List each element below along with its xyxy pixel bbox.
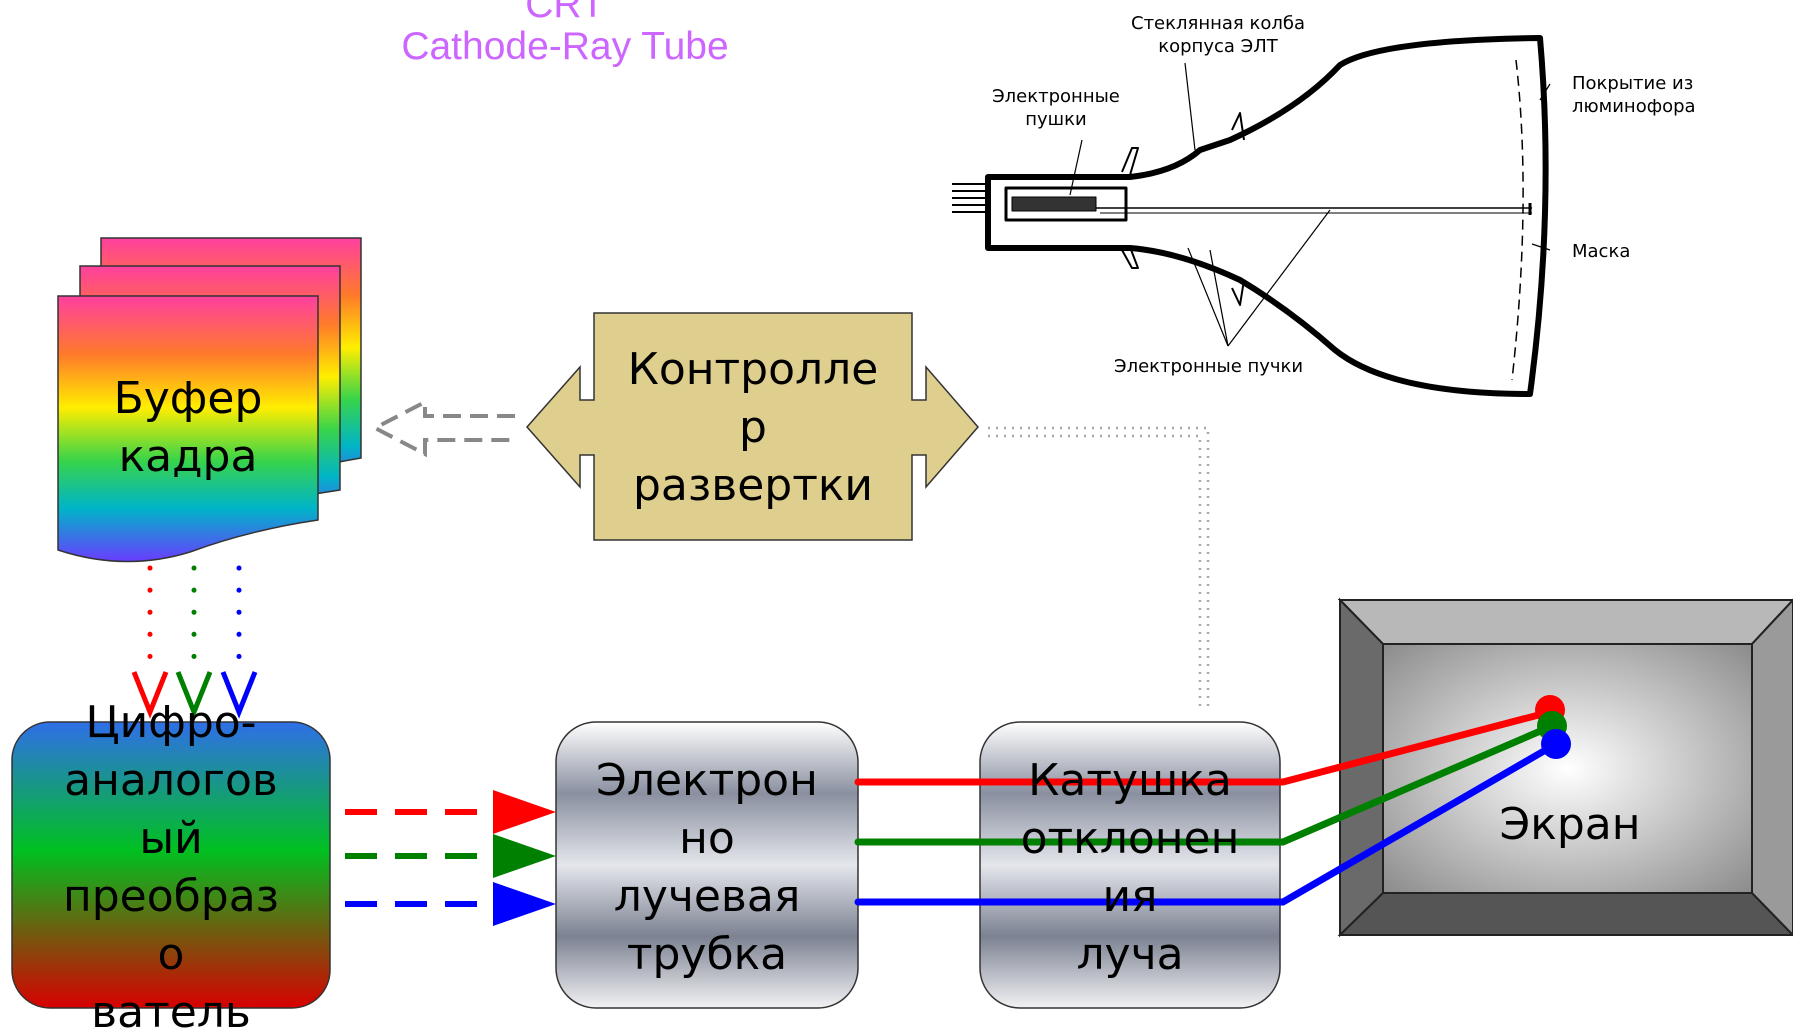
dac-shape [11, 721, 331, 1009]
frame-buffer-label: Буфер кадра [113, 373, 263, 482]
neck-inner [1004, 186, 1128, 222]
deflection-coil-label: Катушка отклонен ия луча [1020, 755, 1240, 980]
dac-label: Цифро- аналогов ый преобраз о ватель [62, 697, 280, 1031]
crt-tube-shape [555, 721, 859, 1009]
phosphor-dash [1511, 59, 1524, 381]
label-phosphor-coating: Покрытие из люминофора [1572, 73, 1696, 117]
label-electron-beams: Электронные пучки [1114, 356, 1304, 377]
screen-label: Экран [1499, 799, 1641, 850]
channel-arrowheads [131, 671, 258, 719]
screen-shape [1337, 597, 1793, 938]
title-line1: CRT [525, 0, 605, 26]
controller-to-coil-link [988, 426, 1210, 710]
scan-controller-label: Контролле р развертки [627, 344, 879, 511]
dac-to-tube-lines [345, 809, 495, 907]
buffer-to-dac-channels [147, 565, 242, 675]
dac-to-tube-arrowheads [493, 790, 556, 926]
scan-controller-shape [525, 312, 979, 541]
controller-to-buffer-link [370, 398, 515, 458]
crt-illustration [952, 35, 1551, 397]
frame-buffer-shape [57, 237, 362, 563]
flange-top [1121, 147, 1139, 176]
glass-bulb-outline [985, 35, 1549, 397]
label-mask: Маска [1572, 241, 1631, 262]
neck-pins [952, 183, 990, 213]
flange-bottom [1121, 246, 1139, 269]
electron-beams-lines [854, 708, 1560, 906]
crt-tube-label: Электрон но лучевая трубка [596, 755, 818, 980]
deflection-coil-shape [979, 721, 1281, 1009]
electron-gun [1011, 196, 1097, 212]
beam-dots [1535, 695, 1571, 759]
label-glass-bulb: Стеклянная колба корпуса ЭЛТ [1131, 13, 1305, 57]
title-line2: Cathode-Ray Tube [401, 25, 729, 68]
label-electron-guns: Электронные пушки [992, 86, 1120, 130]
